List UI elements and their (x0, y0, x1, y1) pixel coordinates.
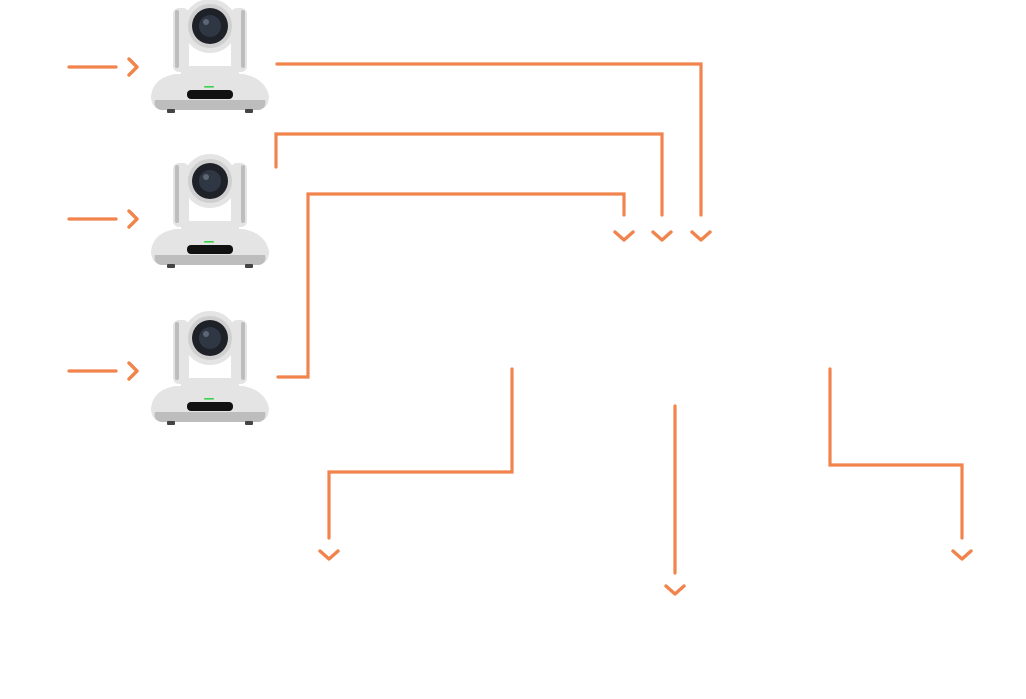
ptz-camera-icon (151, 311, 269, 425)
arrow-down-icon (318, 549, 340, 561)
arrow-down-icon (664, 584, 686, 596)
arrow-right-icon (127, 57, 139, 77)
connector-line (276, 192, 626, 379)
camera-1[interactable] (151, 0, 269, 113)
camera-2-output-connector (274, 132, 673, 242)
arrow-down-icon (951, 549, 973, 561)
arrow-right-icon (127, 361, 139, 381)
input-arrow-camera-2 (67, 209, 139, 229)
connector-line (828, 367, 964, 540)
camera-2[interactable] (151, 154, 269, 268)
arrow-right-icon (127, 209, 139, 229)
arrow-down-icon (613, 230, 635, 242)
ptz-camera-icon (151, 0, 269, 113)
output-right-connector (828, 367, 973, 561)
input-arrow-camera-3 (67, 361, 139, 381)
output-left-connector (318, 367, 514, 561)
camera-3-output-connector (276, 192, 635, 379)
connector-line (275, 62, 703, 217)
ptz-camera-icon (151, 154, 269, 268)
arrow-down-icon (690, 230, 712, 242)
arrow-down-icon (651, 230, 673, 242)
output-center-connector (664, 404, 686, 596)
input-arrow-camera-1 (67, 57, 139, 77)
camera-1-output-connector (275, 62, 712, 242)
connector-line (274, 132, 664, 217)
camera-3[interactable] (151, 311, 269, 425)
connector-line (327, 367, 514, 540)
